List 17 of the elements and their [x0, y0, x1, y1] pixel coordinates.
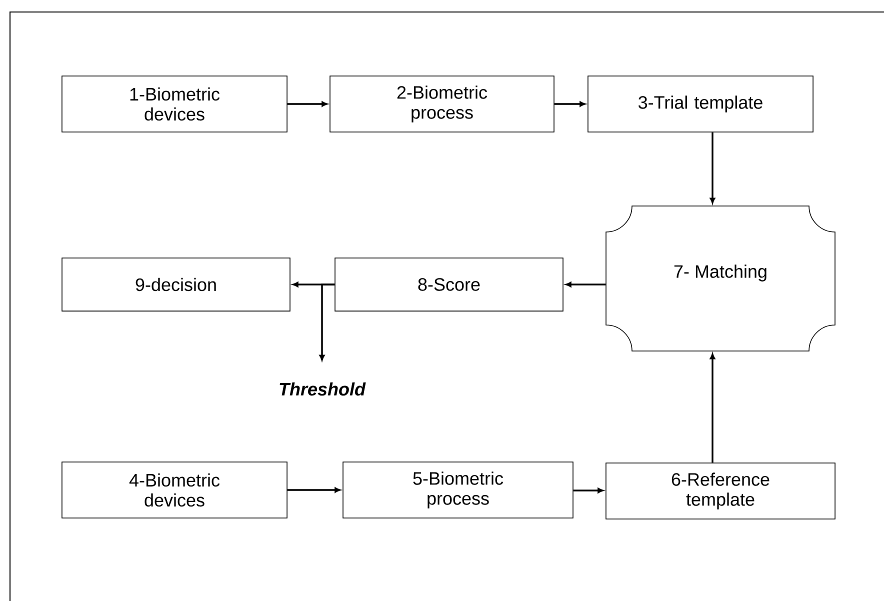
process-box: 2-Biometric process [330, 76, 554, 132]
process-box: 4-Biometric devices [62, 462, 288, 518]
process-box: 5-Biometric process [342, 462, 574, 518]
process-box: 8-Score [334, 258, 564, 312]
arrow [566, 282, 606, 288]
threshold-label: Threshold [280, 382, 366, 396]
arrow [554, 101, 586, 107]
arrow [710, 132, 716, 204]
arrow [287, 487, 340, 493]
arrow [287, 101, 328, 107]
process-box: 3-Trial template [588, 76, 814, 132]
arrow [710, 354, 716, 463]
arrow [319, 284, 335, 361]
process-box: 9-decision [62, 258, 290, 312]
arrow [573, 488, 604, 494]
process-box: 1-Biometric devices [62, 76, 288, 132]
process-box: 6-Reference template [606, 462, 836, 520]
